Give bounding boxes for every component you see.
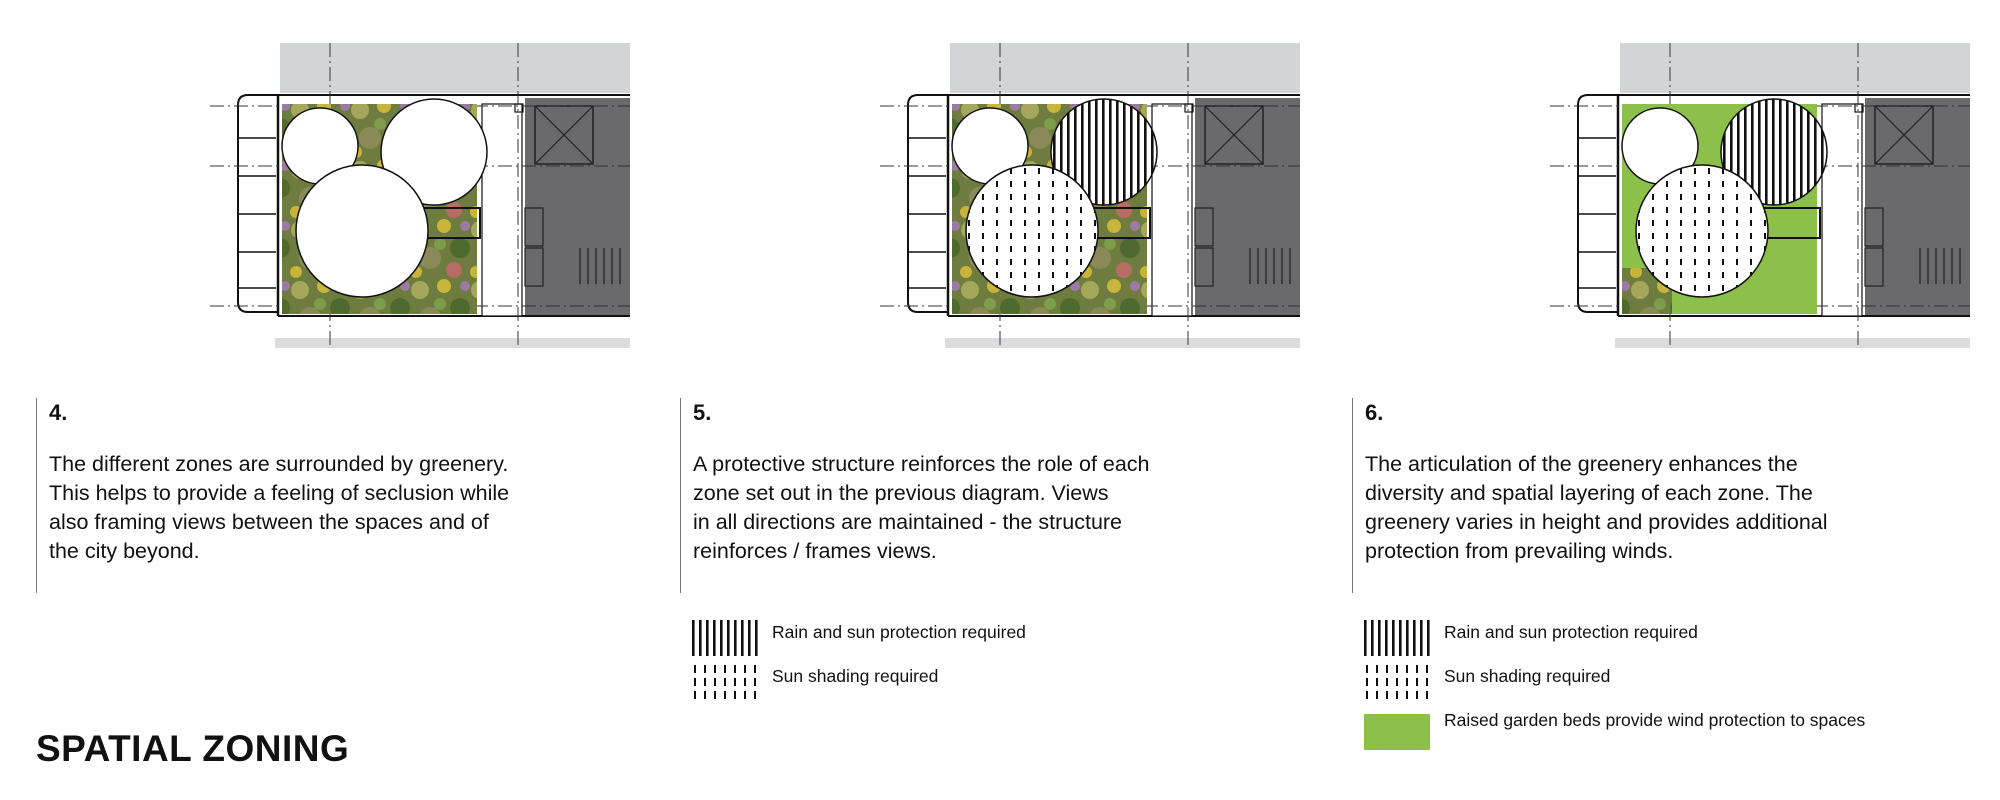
step-number: 6. [1365,400,1384,425]
desc-line: greenery varies in height and provides a… [1365,510,1828,534]
page-title: SPATIAL ZONING [36,728,350,769]
legend-step-5: Rain and sun protection required Sun sha… [692,618,1252,706]
legend-label: Rain and sun protection required [772,622,1026,642]
desc-line: This helps to provide a feeling of seclu… [49,481,510,505]
legend-label: Sun shading required [1444,666,1611,686]
step-description: The different zones are surrounded by gr… [49,450,569,566]
step-6: 6. The articulation of the greenery enha… [1352,398,1925,593]
desc-line: protection from prevailing winds. [1365,539,1674,563]
legend-row: Raised garden beds provide wind protecti… [1364,706,1924,754]
legend-label: Raised garden beds provide wind protecti… [1444,710,1866,730]
legend-step-6: Rain and sun protection required Sun sha… [1364,618,1924,754]
desc-line: The articulation of the greenery enhance… [1365,452,1798,476]
plan-diagram-icon [878,41,1300,348]
vertical-stripes-icon [1364,620,1430,656]
legend-row: Rain and sun protection required [1364,618,1924,662]
step-5: 5. A protective structure reinforces the… [680,398,1253,593]
desc-line: the city beyond. [49,539,200,563]
step-number: 4. [49,400,68,425]
plan-diagram-icon [208,41,630,348]
legend-label: Sun shading required [772,666,939,686]
legend-row: Rain and sun protection required [692,618,1252,662]
plan-diagram-icon [1548,41,1970,348]
dashed-pattern-icon [694,665,756,699]
desc-line: diversity and spatial layering of each z… [1365,481,1813,505]
desc-line: zone set out in the previous diagram. Vi… [693,481,1109,505]
plan-diagram-5 [780,38,1300,348]
desc-line: in all directions are maintained - the s… [693,510,1123,534]
plan-diagram-6 [1450,38,1970,348]
step-4: 4. The different zones are surrounded by… [36,398,609,593]
step-description: A protective structure reinforces the ro… [693,450,1213,566]
step-number: 5. [693,400,712,425]
legend-row: Sun shading required [1364,662,1924,706]
dashed-pattern-icon [1366,665,1428,699]
vertical-stripes-icon [692,620,758,656]
desc-line: reinforces / frames views. [693,539,937,563]
green-swatch-icon [1364,714,1430,750]
legend-label: Rain and sun protection required [1444,622,1698,642]
plan-diagram-4 [110,38,630,348]
legend-row: Sun shading required [692,662,1252,706]
desc-line: also framing views between the spaces an… [49,510,489,534]
step-description: The articulation of the greenery enhance… [1365,450,1885,566]
desc-line: A protective structure reinforces the ro… [693,452,1150,476]
desc-line: The different zones are surrounded by gr… [49,452,509,476]
